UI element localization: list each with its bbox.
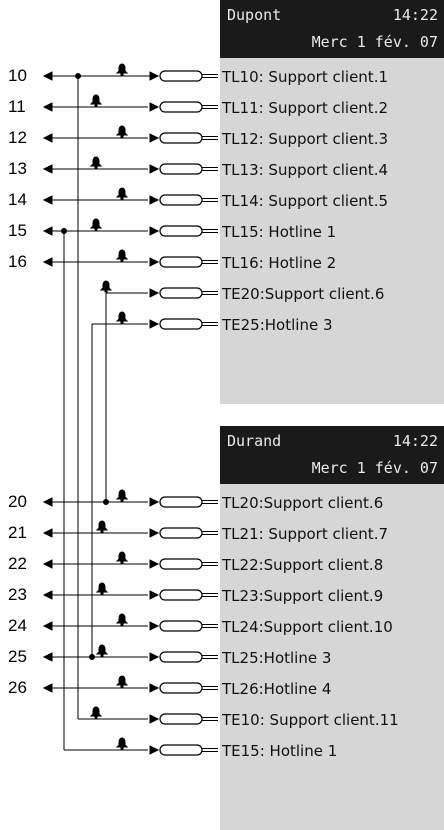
- key-label-tl14[interactable]: TL14: Support client.5: [222, 192, 389, 210]
- dupont-name: Dupont: [227, 6, 282, 24]
- dupont-time: 14:22: [392, 6, 438, 24]
- ext-10: 10: [8, 66, 27, 85]
- key-mapping-diagram: [42, 63, 219, 756]
- durand-date: Merc 1 fév. 07: [311, 459, 438, 477]
- key-label-te25[interactable]: TE25:Hotline 3: [222, 316, 333, 334]
- key-label-te20[interactable]: TE20:Support client.6: [222, 285, 385, 303]
- cross-links: [63, 76, 107, 750]
- durand-key-list: TL20:Support client.6 TL21: Support clie…: [220, 484, 444, 830]
- ext-12: 12: [8, 128, 27, 147]
- key-label-tl15[interactable]: TL15: Hotline 1: [222, 223, 337, 241]
- ext-15: 15: [8, 221, 27, 240]
- ext-22: 22: [8, 554, 27, 573]
- dupont-header: Dupont 14:22 Merc 1 fév. 07: [220, 0, 444, 58]
- key-label-tl12[interactable]: TL12: Support client.3: [222, 130, 389, 148]
- durand-panel: Durand 14:22 Merc 1 fév. 07 TL20:Support…: [220, 426, 444, 830]
- ext-24: 24: [8, 616, 27, 635]
- dupont-panel: Dupont 14:22 Merc 1 fév. 07 TL10: Suppor…: [220, 0, 444, 404]
- key-label-tl26[interactable]: TL26:Hotline 4: [222, 680, 332, 698]
- bottom-rows: [42, 489, 219, 756]
- ext-16: 16: [8, 252, 27, 271]
- key-label-te15[interactable]: TE15: Hotline 1: [222, 742, 338, 760]
- key-label-tl22[interactable]: TL22:Support client.8: [222, 556, 384, 574]
- key-label-tl11[interactable]: TL11: Support client.2: [222, 99, 389, 117]
- ext-14: 14: [8, 190, 27, 209]
- key-label-tl10[interactable]: TL10: Support client.1: [222, 68, 389, 86]
- key-label-tl13[interactable]: TL13: Support client.4: [222, 161, 389, 179]
- durand-time: 14:22: [392, 432, 438, 450]
- ext-25: 25: [8, 647, 27, 666]
- durand-name: Durand: [227, 432, 282, 450]
- key-label-te10[interactable]: TE10: Support client.11: [222, 711, 399, 729]
- dupont-key-list: TL10: Support client.1 TL11: Support cli…: [220, 58, 444, 404]
- ext-21: 21: [8, 523, 27, 542]
- ext-26: 26: [8, 678, 27, 697]
- durand-header: Durand 14:22 Merc 1 fév. 07: [220, 426, 444, 484]
- key-label-tl16[interactable]: TL16: Hotline 2: [222, 254, 337, 272]
- top-rows: [42, 63, 219, 330]
- key-label-tl25[interactable]: TL25:Hotline 3: [222, 649, 332, 667]
- key-label-tl20[interactable]: TL20:Support client.6: [222, 494, 384, 512]
- ext-23: 23: [8, 585, 27, 604]
- dupont-date: Merc 1 fév. 07: [311, 33, 438, 51]
- key-label-tl24[interactable]: TL24:Support client.10: [222, 618, 393, 636]
- ext-20: 20: [8, 492, 27, 511]
- ext-13: 13: [8, 159, 27, 178]
- key-label-tl23[interactable]: TL23:Support client.9: [222, 587, 384, 605]
- key-label-tl21[interactable]: TL21: Support client.7: [222, 525, 389, 543]
- ext-11: 11: [8, 97, 26, 116]
